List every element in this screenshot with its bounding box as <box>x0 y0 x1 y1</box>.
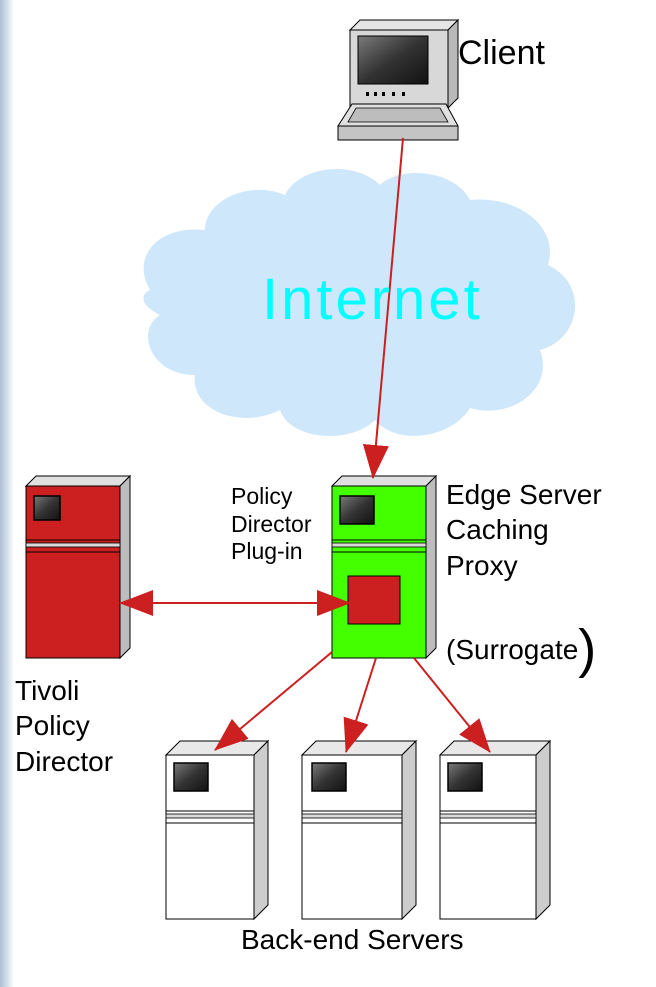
arrow-edge-to-backend-3 <box>413 657 491 753</box>
plugin-label: Policy Director Plug-in <box>231 483 312 566</box>
edge-server-label: Edge Server Caching Proxy <box>446 477 602 583</box>
surrogate-paren: ) <box>578 619 597 679</box>
arrow-edge-to-backend-2 <box>343 657 377 753</box>
backend-server-2-icon <box>300 739 418 921</box>
cloud-icon <box>143 168 576 437</box>
arrows <box>119 137 491 753</box>
backend-servers-label: Back-end Servers <box>241 924 464 955</box>
backend-server-1-icon <box>164 739 270 921</box>
tivoli-label-line: Policy <box>15 710 90 742</box>
plugin-label-line: Plug-in <box>231 538 303 565</box>
edge-label-line: Caching <box>446 514 549 546</box>
tivoli-label: Tivoli Policy Director <box>15 673 113 779</box>
plugin-label-line: Director <box>231 510 312 537</box>
surrogate-label: (Surrogate) <box>446 618 596 682</box>
arrow-edge-to-backend-1 <box>214 651 333 751</box>
edge-label-line: Edge Server <box>446 479 602 510</box>
tivoli-server-icon <box>24 474 132 660</box>
arrow-client-to-edge <box>362 137 404 479</box>
edge-server-icon <box>330 474 438 660</box>
plugin-box <box>347 575 401 625</box>
backend-server-3-icon <box>438 739 552 921</box>
client-label: Client <box>458 34 545 72</box>
plugin-label-line: Policy <box>231 483 293 509</box>
tivoli-label-line: Director <box>15 745 114 777</box>
slide-edge-strip <box>0 0 14 987</box>
client-computer-icon <box>337 18 460 141</box>
tivoli-label-line: Tivoli <box>15 675 80 706</box>
surrogate-text: (Surrogate <box>446 634 579 665</box>
internet-label: Internet <box>262 267 483 332</box>
edge-label-line: Proxy <box>446 549 518 581</box>
